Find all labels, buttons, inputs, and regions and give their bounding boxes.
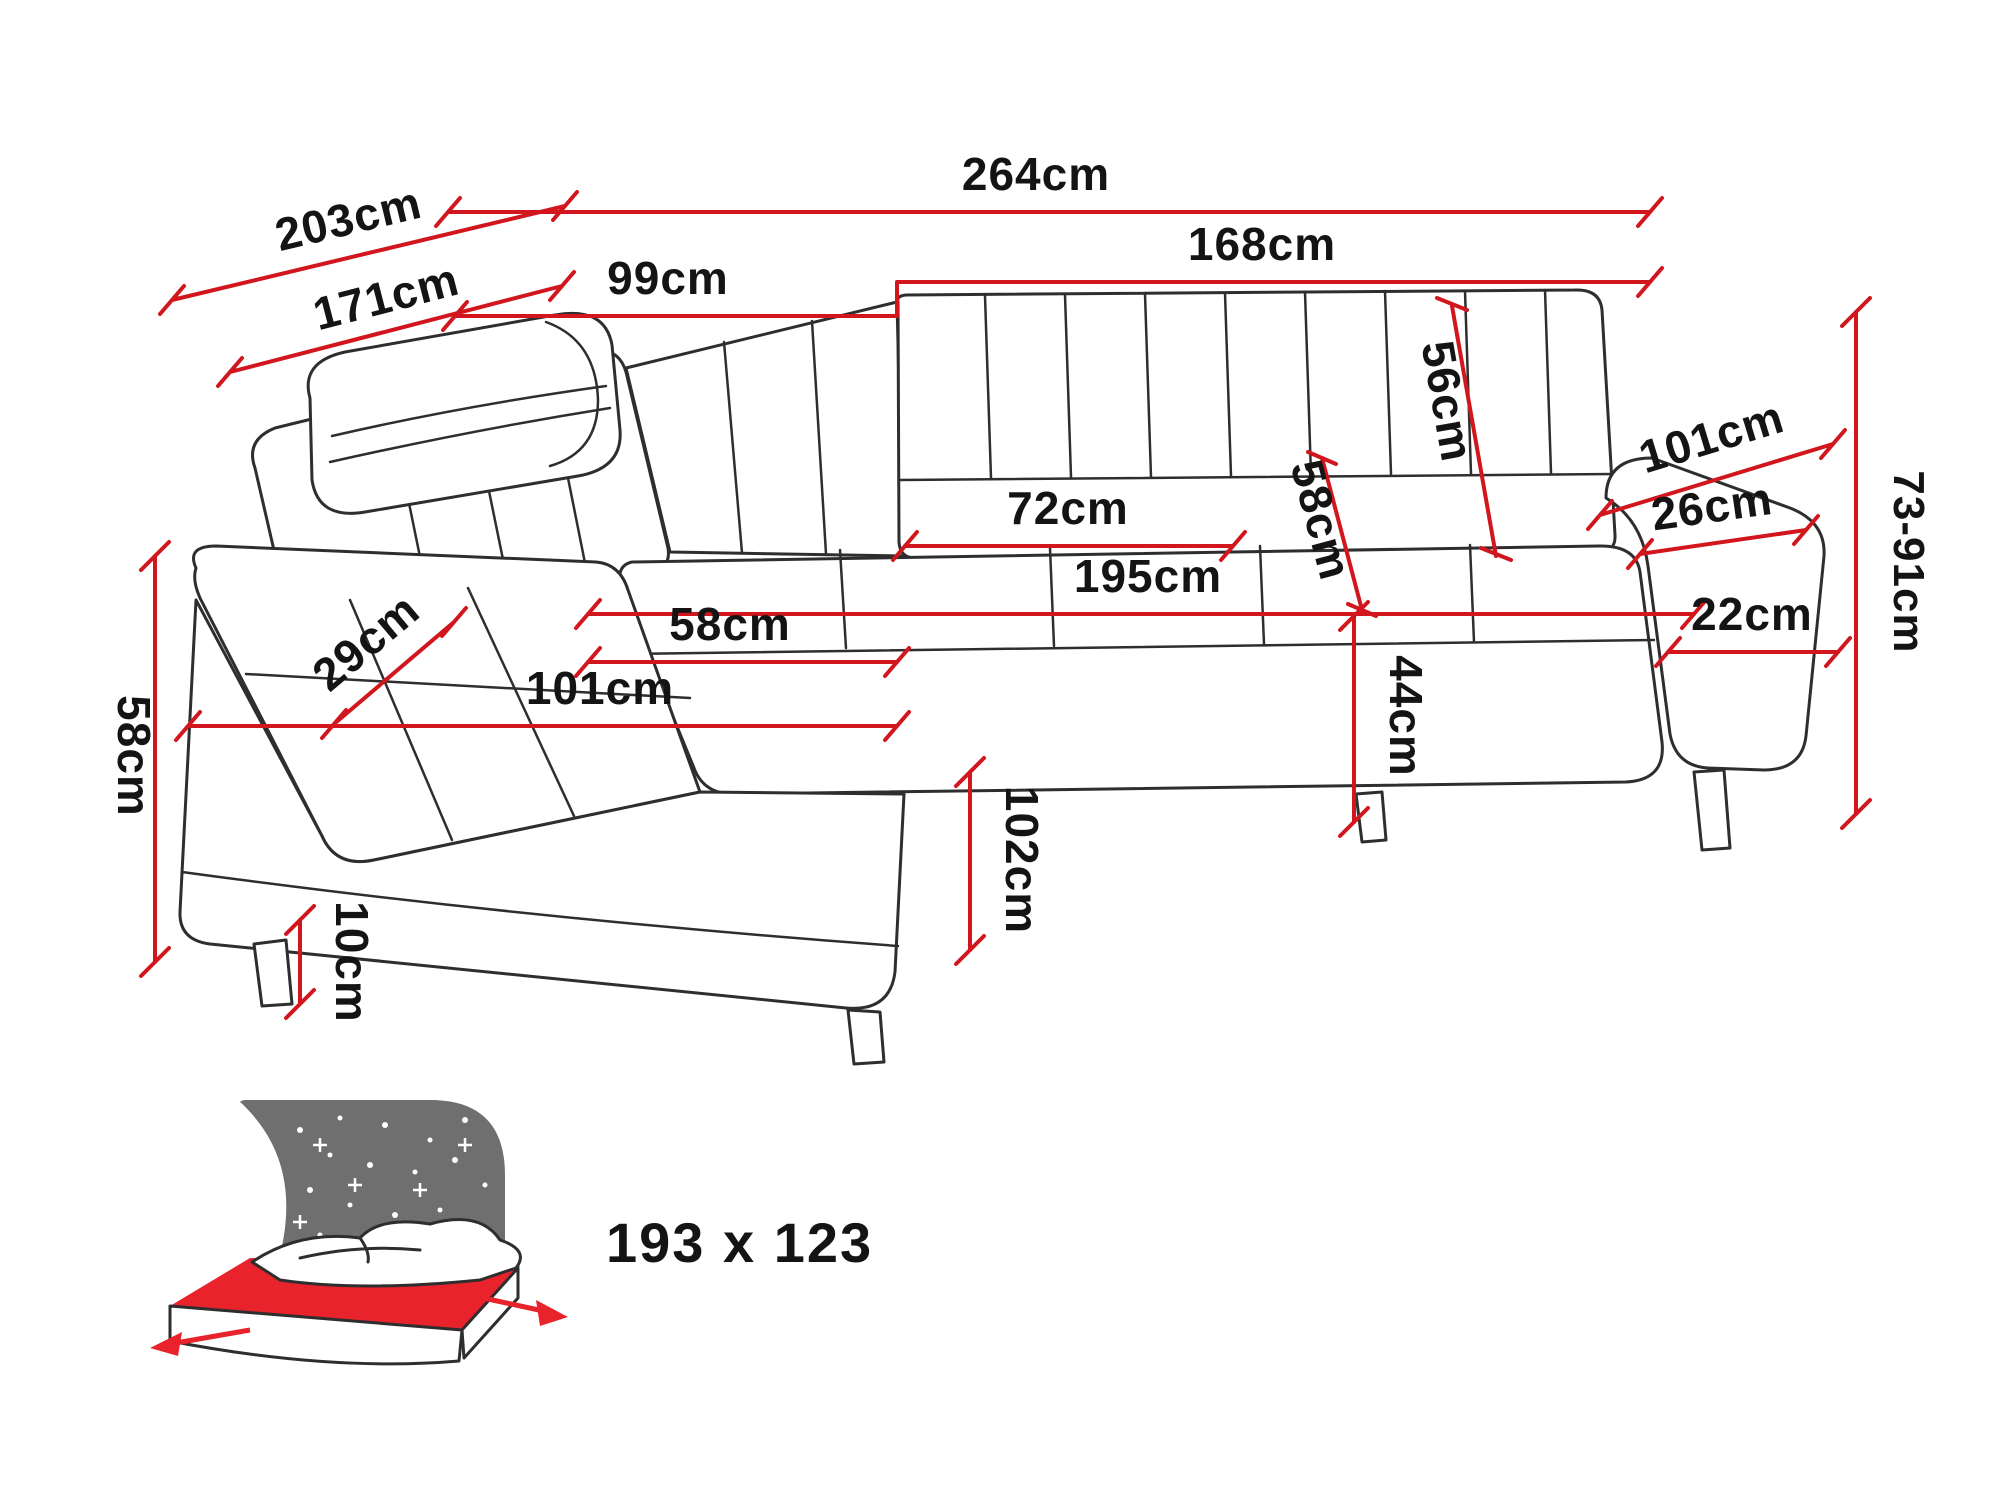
- sofa-leg-front-mid: [846, 1008, 886, 1066]
- dimension-line: [1338, 600, 1370, 838]
- dimension-line: [284, 904, 316, 1020]
- bed-base-side: [460, 1266, 520, 1360]
- dim-side-height-58: 58cm: [108, 540, 171, 978]
- bed-arrows: [150, 1293, 568, 1356]
- dimension-line: [891, 530, 1247, 562]
- sofa-corner-tufting: [722, 319, 828, 556]
- dim-seat-width-195: 195cm: [574, 550, 1708, 630]
- dimension-line: [1840, 296, 1872, 830]
- arrow-left-icon: [169, 1327, 251, 1347]
- sofa-headrest-cushion: [306, 311, 622, 515]
- sleeping-area-section: 193 x 123: [150, 1100, 873, 1366]
- dim-total-width-264: 264cm: [434, 148, 1664, 228]
- dim-label-22: 22cm: [1691, 588, 1813, 640]
- dim-chaise-front-height-102: 102cm: [954, 756, 1048, 966]
- dimension-line: [158, 190, 579, 316]
- dim-label-264: 264cm: [962, 148, 1110, 200]
- sofa-leg-mid-right: [1354, 790, 1388, 844]
- sofa-base-front: [178, 598, 906, 1010]
- sofa-seat-tufting: [624, 543, 1656, 656]
- dim-label-72: 72cm: [1007, 482, 1129, 534]
- dim-label-73-91: 73-91cm: [1884, 470, 1933, 653]
- dim-label-44: 44cm: [1380, 655, 1432, 777]
- bed-headboard-swoosh: [238, 1100, 287, 1292]
- dim-seat-section-72: 72cm: [891, 482, 1247, 562]
- bed-duvet: [250, 1218, 522, 1288]
- dimension-line: [574, 598, 1708, 630]
- dimension-line: [1435, 296, 1513, 562]
- sofa-base-seam: [180, 870, 900, 948]
- dimension-line: [139, 540, 171, 978]
- arrow-left-head: [150, 1332, 182, 1356]
- bed-icon: [150, 1100, 568, 1366]
- sofa-drawing: [178, 288, 1826, 1066]
- dimension-line: [574, 646, 911, 678]
- dimension-line: [1626, 514, 1820, 570]
- dimension-line: [1586, 428, 1847, 531]
- dim-label-101-chaise: 101cm: [526, 662, 674, 714]
- dimension-line: [434, 196, 1664, 228]
- sofa-armrest-inner-line: [1646, 564, 1672, 736]
- sofa-corner-back-panel: [624, 300, 905, 558]
- dimension-line: [954, 756, 986, 966]
- sofa-leg-right: [1692, 768, 1732, 852]
- bed-base-front: [168, 1304, 464, 1366]
- dim-label-99: 99cm: [607, 252, 729, 304]
- dimension-annotations: 264cm 203cm 171cm 99cm 168cm 56cm 101cm: [108, 148, 1933, 1023]
- dimension-line: [216, 270, 576, 388]
- dim-label-58-side: 58cm: [108, 695, 160, 817]
- dim-label-10: 10cm: [326, 901, 378, 1023]
- dim-label-102: 102cm: [996, 786, 1048, 934]
- dim-label-101-armrest: 101cm: [1633, 390, 1790, 483]
- dim-armrest-height-22: 22cm: [1654, 588, 1852, 668]
- dim-label-168: 168cm: [1188, 218, 1336, 270]
- dim-seat-height-44: 44cm: [1338, 600, 1432, 838]
- dim-total-height-73-91: 73-91cm: [1840, 296, 1933, 830]
- sleeping-area-size-label: 193 x 123: [606, 1211, 873, 1274]
- dimension-line: [441, 300, 899, 332]
- dim-chaise-width-101: 101cm: [174, 662, 911, 742]
- arrow-right-head: [536, 1300, 568, 1326]
- dim-label-171: 171cm: [308, 253, 465, 340]
- dim-label-195: 195cm: [1074, 550, 1222, 602]
- dim-label-203: 203cm: [270, 176, 426, 261]
- sofa-chaise-tufting: [244, 586, 692, 842]
- dimension-line: [895, 266, 1664, 318]
- bed-duvet-creases: [298, 1236, 422, 1264]
- dim-label-58-chaise: 58cm: [669, 598, 791, 650]
- sofa-leg-front-left: [252, 938, 294, 1008]
- dimension-line: [174, 710, 911, 742]
- arrow-right-icon: [473, 1293, 549, 1315]
- sofa-backrest-right: [896, 288, 1617, 560]
- dim-left-section-99: 99cm: [441, 252, 899, 332]
- sofa-backrest-tufting: [898, 288, 1616, 482]
- dim-leg-height-10: 10cm: [284, 901, 378, 1023]
- dim-right-section-168: 168cm: [895, 218, 1664, 318]
- dim-chaise-seat-58: 58cm: [574, 598, 911, 678]
- sofa-headrest-creases: [328, 320, 612, 468]
- dimension-line: [1654, 636, 1852, 668]
